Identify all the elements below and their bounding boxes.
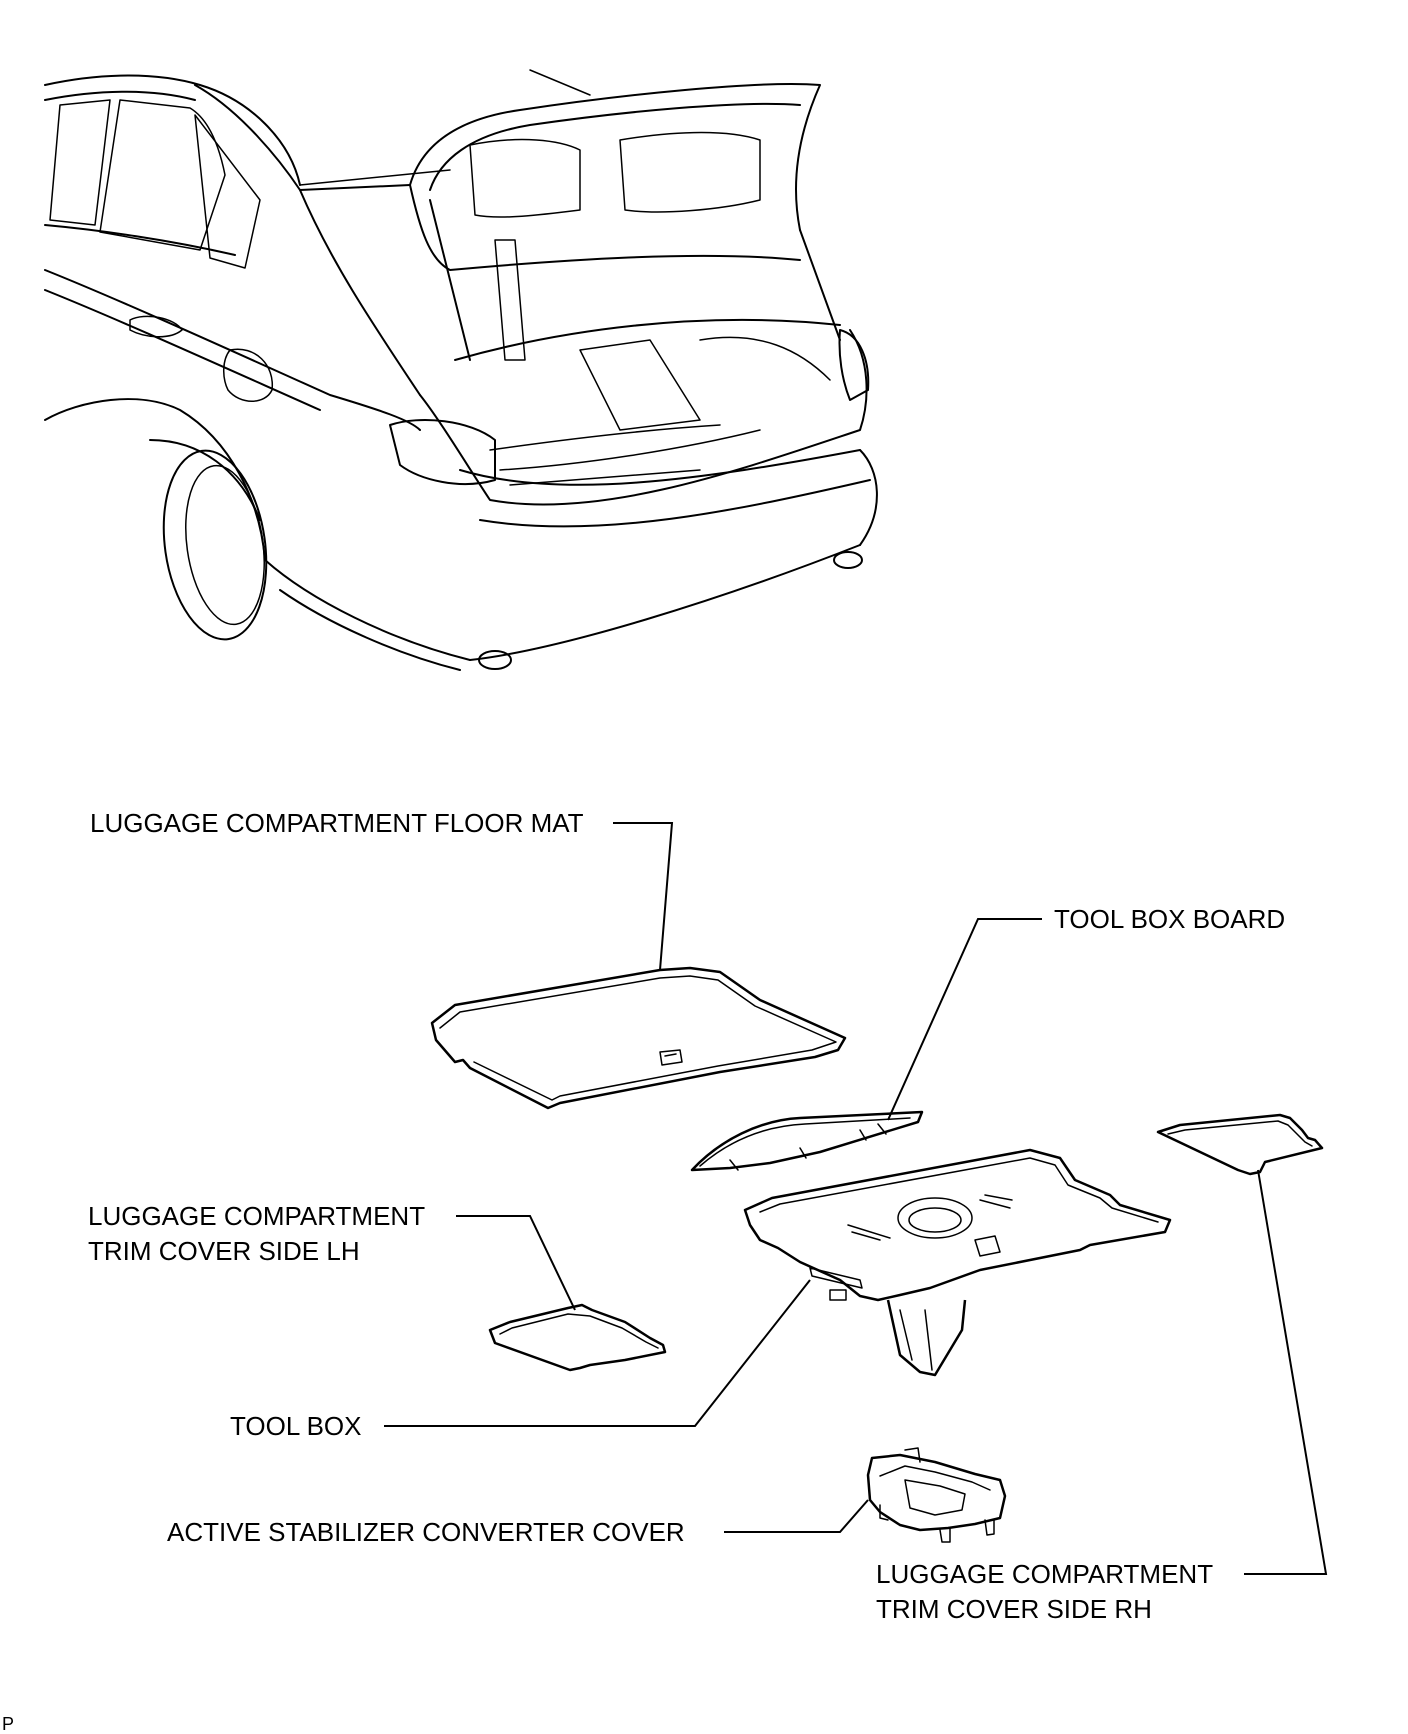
tool-box-illustration — [743, 1148, 1172, 1377]
leader-tool-box-board — [887, 918, 1042, 1121]
corner-mark: P — [2, 1714, 14, 1734]
car-rear-illustration — [44, 69, 878, 671]
label-stabilizer-cover: ACTIVE STABILIZER CONVERTER COVER — [167, 1517, 685, 1547]
label-trim-cover-rh-line1: LUGGAGE COMPARTMENT — [876, 1559, 1213, 1589]
label-trim-cover-lh-line2: TRIM COVER SIDE LH — [88, 1236, 360, 1266]
leader-trim-cover-lh — [456, 1215, 576, 1311]
label-floor-mat: LUGGAGE COMPARTMENT FLOOR MAT — [90, 808, 584, 838]
leader-floor-mat — [613, 822, 674, 971]
leader-tool-box — [384, 1279, 811, 1427]
label-tool-box-board: TOOL BOX BOARD — [1054, 904, 1285, 934]
label-tool-box: TOOL BOX — [230, 1411, 362, 1441]
leader-stabilizer-cover — [724, 1499, 869, 1533]
stabilizer-cover-illustration — [866, 1447, 1007, 1543]
trim-cover-lh-illustration — [488, 1303, 667, 1372]
trim-cover-rh-illustration — [1156, 1113, 1324, 1176]
tool-box-board-illustration — [690, 1110, 924, 1172]
leader-trim-cover-rh — [1244, 1169, 1328, 1575]
label-trim-cover-lh-line1: LUGGAGE COMPARTMENT — [88, 1201, 425, 1231]
label-trim-cover-rh-line2: TRIM COVER SIDE RH — [876, 1594, 1152, 1624]
leader-lines — [384, 822, 1328, 1575]
floor-mat-illustration — [430, 966, 847, 1110]
